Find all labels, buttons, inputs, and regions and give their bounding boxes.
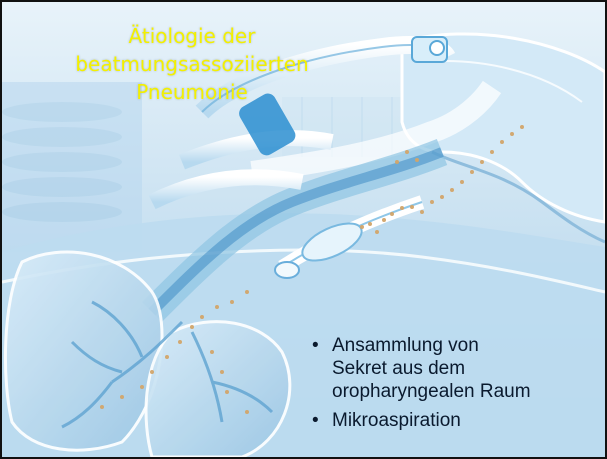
bullet-line: oropharyngealen Raum [332, 381, 531, 402]
title-line: Pneumonie [42, 78, 342, 106]
bullet-item: • Mikroaspiration [312, 409, 607, 432]
bullet-line: Ansammlung von [332, 335, 479, 356]
title-line: Ätiologie der [42, 22, 342, 50]
title-line: beatmungsassoziierten [42, 50, 342, 78]
bullet-line: Mikroaspiration [332, 410, 461, 431]
bullet-item: • Ansammlung von Sekret aus dem orophary… [312, 334, 607, 403]
slide-title: Ätiologie der beatmungsassoziierten Pneu… [42, 22, 342, 106]
bullet-line: Sekret aus dem [332, 358, 465, 379]
bullet-dot: • [312, 409, 319, 432]
bullet-dot: • [312, 334, 319, 357]
bullet-list: • Ansammlung von Sekret aus dem orophary… [312, 334, 607, 438]
